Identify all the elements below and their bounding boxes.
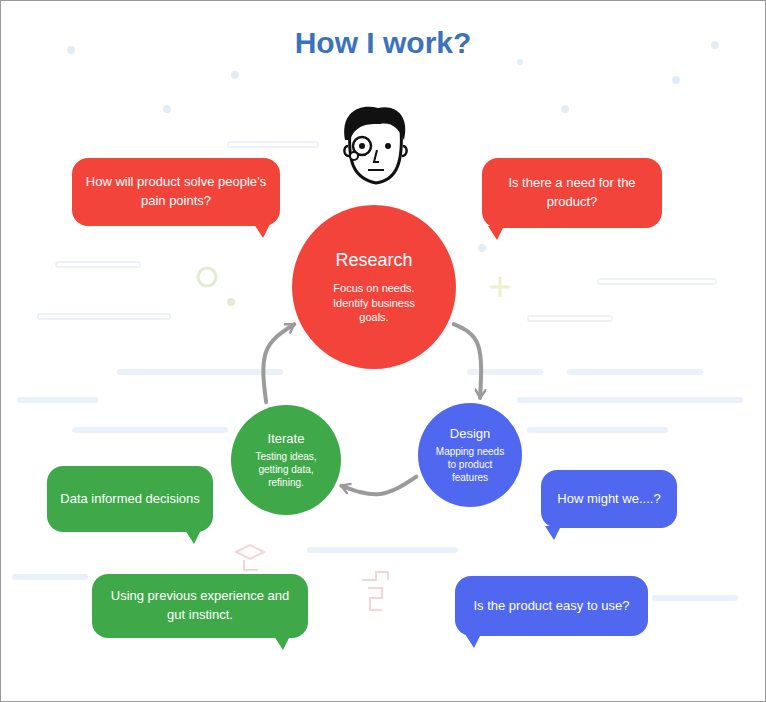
cycle-arrow bbox=[341, 477, 416, 495]
design-circle: DesignMapping needs to product features bbox=[418, 403, 522, 507]
bubble-tail bbox=[488, 226, 504, 240]
node-heading: Iterate bbox=[250, 431, 323, 447]
face-icon bbox=[344, 107, 406, 183]
bubble-tail bbox=[545, 526, 561, 540]
cycle-arrow bbox=[263, 324, 294, 402]
bubble-tail bbox=[274, 636, 290, 650]
node-text: Is there a need for the product? bbox=[494, 174, 650, 212]
diagram-title: How I work? bbox=[0, 26, 766, 60]
node-heading: Research bbox=[320, 250, 428, 272]
bubble-tail bbox=[185, 530, 201, 544]
speech-bubble: Is there a need for the product? bbox=[482, 158, 662, 228]
speech-bubble: Using previous experience and gut instin… bbox=[92, 574, 308, 638]
bubble-tail bbox=[185, 530, 201, 544]
speech-bubble: How might we....? bbox=[541, 470, 677, 528]
bubble-tail bbox=[254, 224, 270, 238]
node-text: Using previous experience and gut instin… bbox=[104, 587, 296, 625]
bubble-tail bbox=[274, 636, 290, 650]
node-text: Data informed decisions bbox=[60, 490, 199, 509]
node-text: How might we....? bbox=[557, 490, 660, 509]
bubble-tail bbox=[465, 634, 481, 648]
cycle-arrow bbox=[454, 324, 481, 398]
research-circle: ResearchFocus on needs. Identify busines… bbox=[292, 205, 456, 369]
speech-bubble: Data informed decisions bbox=[47, 466, 213, 532]
speech-bubble: How will product solve people’s pain poi… bbox=[72, 158, 280, 226]
node-text: Is the product easy to use? bbox=[473, 597, 629, 616]
speech-bubble: Is the product easy to use? bbox=[455, 576, 648, 636]
node-heading: Design bbox=[436, 426, 505, 442]
node-text: Mapping needs to product features bbox=[436, 445, 505, 484]
bubble-tail bbox=[465, 634, 481, 648]
node-text: Focus on needs. Identify business goals. bbox=[320, 281, 428, 324]
node-text: How will product solve people’s pain poi… bbox=[84, 173, 268, 211]
bubble-tail bbox=[488, 226, 504, 240]
bubble-tail bbox=[545, 526, 561, 540]
bubble-tail bbox=[254, 224, 270, 238]
iterate-circle: IterateTesting ideas, getting data, refi… bbox=[231, 405, 341, 515]
node-text: Testing ideas, getting data, refining. bbox=[250, 450, 323, 489]
